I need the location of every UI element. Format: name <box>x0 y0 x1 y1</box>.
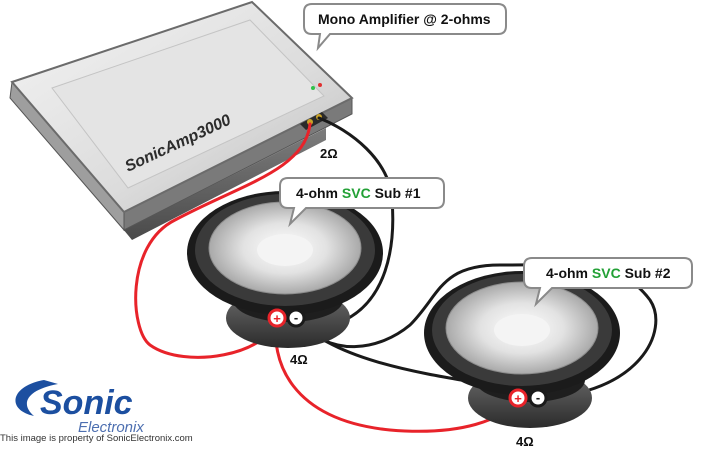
sub2-impedance-label: 4Ω <box>516 434 534 449</box>
amplifier: SonicAmp3000 <box>9 0 354 240</box>
sub2-callout-text: 4-ohm SVC Sub #2 <box>546 265 671 281</box>
svg-text:-: - <box>536 390 540 405</box>
svg-text:-: - <box>294 310 298 325</box>
sub2-callout: 4-ohm SVC Sub #2 <box>523 257 693 308</box>
amplifier-callout: Mono Amplifier @ 2-ohms <box>303 3 507 52</box>
led-red-icon <box>318 83 322 87</box>
amplifier-load-label: 2Ω <box>320 146 338 161</box>
svg-text:Sonic: Sonic <box>40 384 133 422</box>
sub2-negative-terminal: - <box>528 388 548 408</box>
subwoofer-1: + - <box>187 191 383 348</box>
sub1-callout-text: 4-ohm SVC Sub #1 <box>296 185 421 201</box>
subwoofer-2: + - <box>424 271 620 428</box>
negative-wire-sub1-to-sub2 <box>294 263 658 400</box>
sub1-impedance-label: 4Ω <box>290 352 308 367</box>
svg-text:+: + <box>273 311 281 326</box>
svg-text:+: + <box>514 391 522 406</box>
svg-text:Electronix: Electronix <box>78 419 144 436</box>
sonic-electronix-logo: Sonic Electronix <box>15 380 144 436</box>
led-green-icon <box>311 86 315 90</box>
sub1-negative-terminal: - <box>286 308 306 328</box>
copyright-credit: This image is property of SonicElectroni… <box>0 433 193 444</box>
sub1-positive-terminal: + <box>267 308 287 328</box>
amplifier-base <box>20 92 326 240</box>
sub1-callout: 4-ohm SVC Sub #1 <box>279 177 445 228</box>
positive-wire-amp-to-sub1 <box>134 122 312 359</box>
amplifier-callout-text: Mono Amplifier @ 2-ohms <box>318 11 491 27</box>
sub2-positive-terminal: + <box>508 388 528 408</box>
